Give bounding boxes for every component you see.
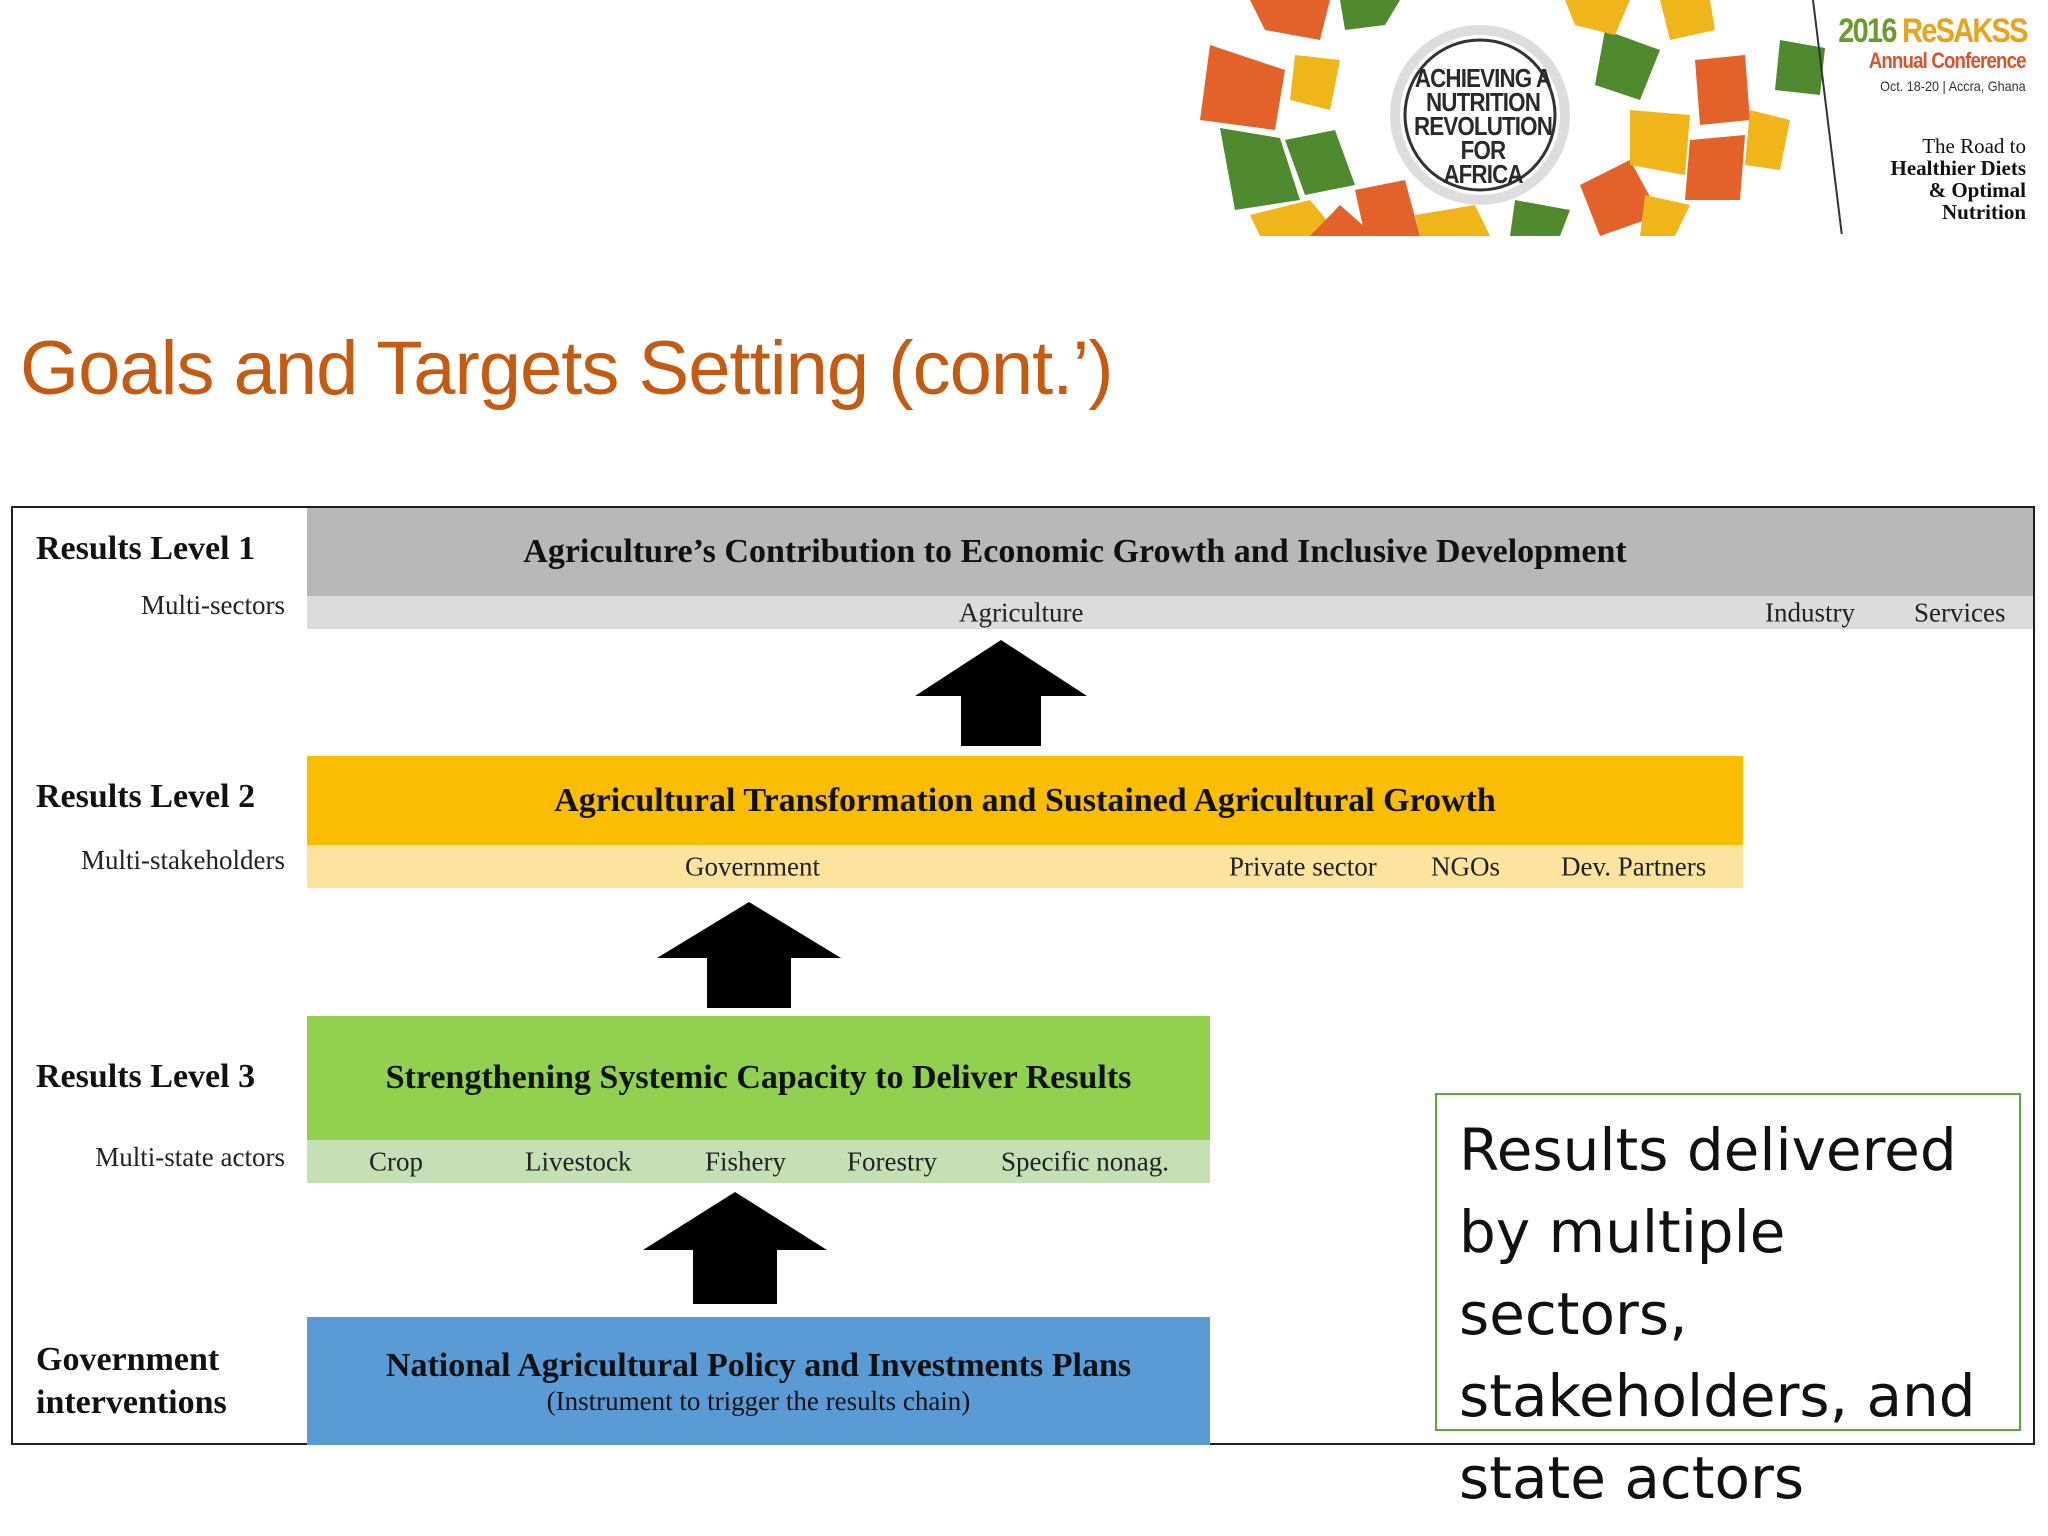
logo-line: NUTRITION — [1425, 87, 1541, 117]
level-1-band: Agriculture’s Contribution to Economic G… — [307, 508, 2033, 596]
callout-line: state actors — [1459, 1444, 1805, 1512]
base-band-title: National Agricultural Policy and Investm… — [385, 1347, 1132, 1384]
up-arrow-1 — [915, 640, 1087, 746]
actor-crop: Crop — [369, 1146, 423, 1176]
government-interventions-label: Government interventions — [36, 1338, 227, 1424]
gov-label-line: interventions — [36, 1384, 227, 1421]
conference-event: Annual Conference — [1869, 48, 2027, 73]
tagline-line: The Road to — [1922, 134, 2026, 158]
conference-logo-art — [1200, 0, 1825, 236]
stakeholder-dev-partners: Dev. Partners — [1561, 851, 1707, 881]
logo-line: AFRICA — [1443, 159, 1523, 189]
callout-line: by multiple sectors, — [1459, 1198, 1786, 1348]
conference-year: 2016 — [1838, 12, 1898, 50]
stakeholder-private-sector: Private sector — [1229, 851, 1377, 881]
tagline-line: Healthier Diets — [1890, 156, 2027, 180]
stakeholder-ngos: NGOs — [1431, 851, 1501, 881]
logo-ring — [1200, 0, 1825, 236]
level-1-band-title: Agriculture’s Contribution to Economic G… — [523, 533, 1627, 570]
results-level-1-sublabel: Multi-sectors — [141, 590, 285, 620]
results-level-3-sublabel: Multi-state actors — [95, 1142, 285, 1172]
level-3-band-title: Strengthening Systemic Capacity to Deliv… — [385, 1059, 1132, 1096]
gov-label-line: Government — [36, 1341, 220, 1378]
tagline-line: Nutrition — [1942, 200, 2026, 224]
conference-date: Oct. 18-20 | Accra, Ghana — [1880, 78, 2026, 94]
actor-fishery: Fishery — [705, 1146, 786, 1176]
stakeholder-government: Government — [685, 851, 820, 881]
base-band-subtitle: (Instrument to trigger the results chain… — [546, 1386, 971, 1416]
results-callout: Results delivered by multiple sectors, s… — [1435, 1093, 2021, 1512]
up-arrow-3 — [643, 1192, 827, 1304]
callout-line: stakeholders, and — [1459, 1362, 1976, 1430]
results-level-1-label: Results Level 1 — [36, 530, 256, 567]
base-band: National Agricultural Policy and Investm… — [307, 1317, 1210, 1445]
logo-center-text: ACHIEVING A NUTRITION REVOLUTION FOR AFR… — [1410, 63, 1556, 189]
actor-forestry: Forestry — [847, 1146, 937, 1176]
conference-tagline: The Road to Healthier Diets & Optimal Nu… — [1891, 135, 2027, 223]
results-level-2-label: Results Level 2 — [36, 778, 256, 815]
level-2-band: Agricultural Transformation and Sustaine… — [307, 756, 1743, 845]
actor-specific-nonag: Specific nonag. — [1001, 1146, 1169, 1176]
sector-industry: Industry — [1765, 597, 1855, 627]
conference-org: ReSAKSS — [1902, 12, 2028, 50]
results-level-3-label: Results Level 3 — [36, 1058, 256, 1095]
sector-services: Services — [1914, 597, 2006, 627]
actor-livestock: Livestock — [525, 1146, 632, 1176]
callout-line: Results delivered — [1459, 1116, 1957, 1184]
results-level-2-sublabel: Multi-stakeholders — [81, 845, 285, 875]
up-arrow-2 — [657, 902, 841, 1008]
level-2-subband: Government Private sector NGOs Dev. Part… — [307, 845, 1743, 888]
slide-title: Goals and Targets Setting (cont.’) — [20, 326, 1114, 411]
logo-line: REVOLUTION FOR — [1413, 111, 1553, 165]
level-3-subband: Crop Livestock Fishery Forestry Specific… — [307, 1140, 1210, 1183]
sector-agriculture: Agriculture — [959, 597, 1084, 627]
level-2-band-title: Agricultural Transformation and Sustaine… — [554, 781, 1496, 819]
tagline-line: & Optimal — [1928, 178, 2026, 202]
conference-name: 2016 ReSAKSS — [1838, 12, 2029, 51]
logo-line: ACHIEVING A — [1414, 63, 1552, 93]
level-3-band: Strengthening Systemic Capacity to Deliv… — [307, 1016, 1210, 1140]
level-1-subband: Agriculture Industry Services — [307, 596, 2033, 629]
